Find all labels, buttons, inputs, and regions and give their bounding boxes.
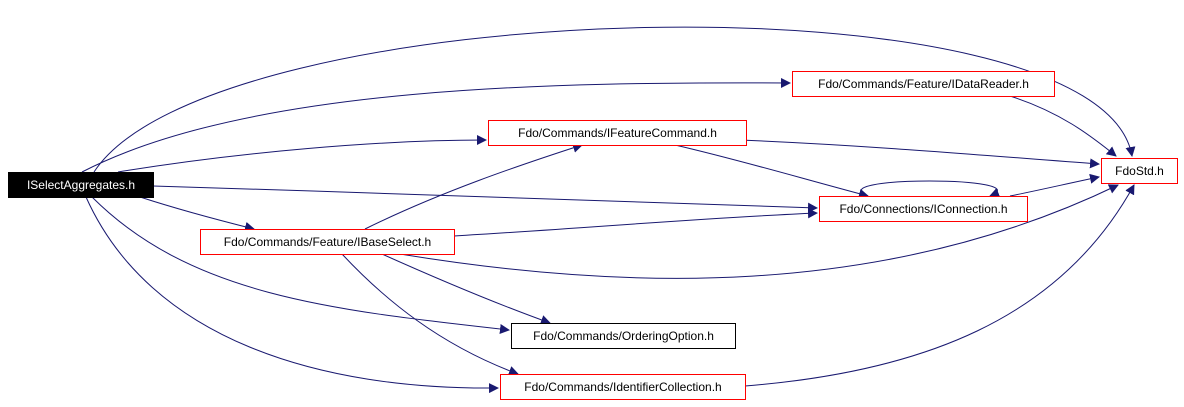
node-baseselect[interactable]: Fdo/Commands/Feature/IBaseSelect.h <box>200 229 455 255</box>
node-box-fdostd <box>1101 158 1178 184</box>
edges <box>81 26 1136 394</box>
edge-baseselect-to-fdostd <box>399 184 1119 279</box>
edge-identifier-to-fdostd <box>744 184 1135 387</box>
node-label-featurecommand: Fdo/Commands/IFeatureCommand.h <box>518 126 717 140</box>
edge-baseselect-to-featurecommand <box>364 143 583 230</box>
node-box-featurecommand <box>488 120 747 146</box>
node-box-baseselect <box>200 229 455 255</box>
edge-connection-to-connection <box>860 180 1001 198</box>
node-label-ordering: Fdo/Commands/OrderingOption.h <box>533 329 714 343</box>
edge-baseselect-to-ordering <box>381 253 551 325</box>
node-connection[interactable]: Fdo/Connections/IConnection.h <box>819 196 1028 222</box>
edge-root-to-connection <box>152 185 818 213</box>
edge-featurecommand-to-fdostd <box>739 139 1100 169</box>
node-root[interactable]: ISelectAggregates.h <box>8 172 154 198</box>
node-ordering[interactable]: Fdo/Commands/OrderingOption.h <box>511 323 736 349</box>
node-label-root: ISelectAggregates.h <box>27 178 135 192</box>
node-label-baseselect: Fdo/Commands/Feature/IBaseSelect.h <box>224 235 431 249</box>
node-identifier[interactable]: Fdo/Commands/IdentifierCollection.h <box>500 374 746 400</box>
node-label-datareader: Fdo/Commands/Feature/IDataReader.h <box>818 77 1029 91</box>
edge-baseselect-to-connection <box>453 208 818 237</box>
edge-connection-to-fdostd <box>1009 173 1100 197</box>
edge-root-to-identifier <box>85 196 499 394</box>
nodes: ISelectAggregates.hFdo/Commands/Feature/… <box>8 71 1178 400</box>
node-label-fdostd: FdoStd.h <box>1115 164 1164 178</box>
edge-root-to-datareader <box>81 77 791 173</box>
edge-root-to-fdostd <box>93 26 1136 173</box>
node-label-identifier: Fdo/Commands/IdentifierCollection.h <box>524 380 721 394</box>
node-box-datareader <box>792 71 1055 97</box>
node-box-identifier <box>500 374 746 400</box>
node-box-root <box>8 172 154 198</box>
edge-datareader-to-fdostd <box>1009 95 1117 157</box>
node-datareader[interactable]: Fdo/Commands/Feature/IDataReader.h <box>792 71 1055 97</box>
edge-baseselect-to-identifier <box>341 253 519 376</box>
node-featurecommand[interactable]: Fdo/Commands/IFeatureCommand.h <box>488 120 747 146</box>
edge-root-to-featurecommand <box>117 135 487 173</box>
node-box-ordering <box>511 323 736 349</box>
node-label-connection: Fdo/Connections/IConnection.h <box>839 202 1007 216</box>
edge-root-to-baseselect <box>139 196 255 232</box>
edge-root-to-ordering <box>91 196 510 334</box>
edge-featurecommand-to-connection <box>674 144 869 199</box>
node-box-connection <box>819 196 1028 222</box>
node-fdostd[interactable]: FdoStd.h <box>1101 158 1178 184</box>
